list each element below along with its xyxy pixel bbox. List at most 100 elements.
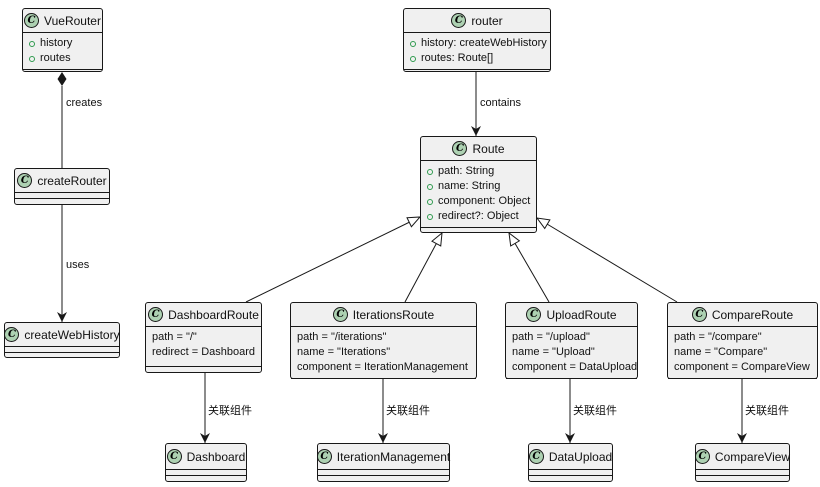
edge-iterationsroute-extends-route [404,231,443,303]
class-compareroute-title: C CompareRoute [668,303,817,326]
edge-label-creates: creates [66,97,103,109]
empty-methods-compartment [404,69,550,75]
class-router: C router history: createWebHistory route… [403,8,551,72]
attribute-text: path = "/compare" [674,331,762,343]
class-uploadroute: C UploadRoute path = "/upload" name = "U… [505,302,638,379]
attribute-text: path: String [438,165,495,177]
field-visibility-icon [427,168,433,175]
class-icon: C [452,141,468,156]
attribute-text: component = IterationManagement [297,361,468,373]
empty-fields-compartment [166,469,246,475]
attribute-row: routes [29,51,96,66]
class-name: IterationsRoute [352,307,435,322]
attribute-row: component = IterationManagement [297,360,470,375]
class-name: UploadRoute [546,307,617,322]
class-icon: C [148,307,164,322]
class-createwebhistory: C createWebHistory [4,322,120,358]
class-name: IterationManagement [336,449,451,464]
edge-uploadroute-extends-route [508,231,550,303]
class-createrouter-title: C createRouter [15,169,109,192]
class-name: VueRouter [44,13,101,28]
class-createwebhistory-title: C createWebHistory [4,323,120,346]
class-iterationsroute-attrs: path = "/iterations" name = "Iterations"… [291,326,476,378]
empty-methods-compartment [696,475,789,481]
class-compareroute: C CompareRoute path = "/compare" name = … [667,302,818,379]
class-route-title: C Route [421,137,536,160]
class-iterationsroute-title: C IterationsRoute [291,303,476,326]
class-icon: C [526,307,542,322]
attribute-row: routes: Route[] [410,51,544,66]
attribute-row: name = "Iterations" [297,345,470,360]
attribute-row: history [29,36,96,51]
class-route: C Route path: String name: String compon… [420,136,537,233]
class-icon: C [4,327,20,342]
empty-methods-compartment [166,475,246,481]
edge-compareroute-extends-route [535,217,678,303]
class-compareroute-attrs: path = "/compare" name = "Compare" compo… [668,326,817,378]
attribute-text: component = CompareView [674,361,810,373]
class-iterationmanagement: C IterationManagement [316,443,451,482]
edge-dashboardroute-extends-route [245,216,422,303]
empty-fields-compartment [318,469,449,475]
field-visibility-icon [29,55,35,62]
empty-methods-compartment [421,227,536,233]
class-vuerouter: C VueRouter history routes [22,8,103,72]
attribute-row: path = "/" [152,330,255,345]
attribute-row: redirect?: Object [427,209,530,224]
class-iterationsroute: C IterationsRoute path = "/iterations" n… [290,302,477,379]
class-compareview-title: C CompareView [694,444,791,469]
attribute-row: path = "/compare" [674,330,811,345]
class-compareview: C CompareView [694,443,791,482]
edge-label-assoc-3: 关联组件 [573,405,617,417]
edge-label-assoc-2: 关联组件 [386,405,430,417]
class-name: CompareView [714,449,791,464]
class-name: DashboardRoute [168,307,259,322]
class-icon: C [694,449,710,464]
attribute-text: history: createWebHistory [421,37,547,49]
edge-label-assoc-4: 关联组件 [745,405,789,417]
class-icon: C [24,13,40,28]
class-dashboard: C Dashboard [165,443,247,482]
empty-fields-compartment [5,346,119,352]
empty-methods-compartment [23,69,102,75]
class-dataupload: C DataUpload [528,443,613,482]
field-visibility-icon [410,40,416,47]
class-icon: C [451,13,467,28]
attribute-row: history: createWebHistory [410,36,547,51]
field-visibility-icon [427,213,433,220]
class-uploadroute-title: C UploadRoute [506,303,637,326]
empty-fields-compartment [696,469,789,475]
class-dataupload-title: C DataUpload [528,444,612,469]
class-icon: C [691,307,707,322]
empty-methods-compartment [318,475,449,481]
attribute-text: component: Object [438,195,531,207]
attribute-row: component = DataUpload [512,360,637,375]
class-icon: C [528,449,544,464]
class-vuerouter-attrs: history routes [23,32,102,69]
attribute-text: name = "Iterations" [297,346,391,358]
edge-label-contains: contains [480,97,521,109]
class-router-title: C router [404,9,550,32]
empty-methods-compartment [15,198,109,204]
attribute-row: name: String [427,179,530,194]
attribute-text: path = "/iterations" [297,331,387,343]
class-createrouter: C createRouter [14,168,110,205]
empty-methods-compartment [668,378,817,384]
attribute-row: path: String [427,164,530,179]
attribute-row: path = "/iterations" [297,330,470,345]
attribute-row: component = CompareView [674,360,811,375]
class-name: Route [472,141,505,156]
attribute-text: path = "/" [152,331,197,343]
class-name: createWebHistory [24,327,120,342]
edge-label-uses: uses [66,259,90,271]
attribute-text: path = "/upload" [512,331,590,343]
class-dashboardroute-attrs: path = "/" redirect = Dashboard [146,326,261,366]
attribute-text: name: String [438,180,501,192]
attribute-text: component = DataUpload [512,361,638,373]
empty-methods-compartment [506,378,637,384]
attribute-row: component: Object [427,194,530,209]
class-name: Dashboard [186,449,246,464]
class-name: createRouter [37,173,107,188]
attribute-text: name = "Compare" [674,346,768,358]
